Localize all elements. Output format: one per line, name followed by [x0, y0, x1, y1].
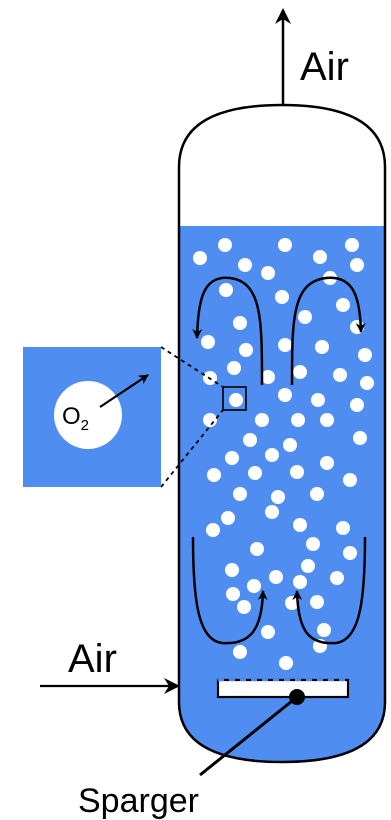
- air-bubble: [206, 523, 220, 537]
- oxygen-inset: O2: [23, 347, 161, 487]
- air-bubble: [350, 398, 364, 412]
- curved-arrow-icon: [192, 276, 264, 386]
- air-bubble: [233, 316, 247, 330]
- air-bubble: [358, 348, 372, 362]
- air-bubble: [311, 393, 325, 407]
- air-bubble: [238, 258, 252, 272]
- air-bubble: [315, 340, 329, 354]
- air-bubble: [313, 250, 327, 264]
- air-bubble: [203, 413, 217, 427]
- zoom-lines: [160, 346, 224, 488]
- air-bubble: [320, 413, 334, 427]
- air-bubble: [221, 511, 235, 525]
- air-bubble: [283, 438, 297, 452]
- air-bubble: [218, 238, 232, 252]
- air-bubble: [293, 575, 307, 589]
- air-bubble: [279, 656, 293, 670]
- air-bubble: [298, 310, 312, 324]
- air-bubble: [193, 251, 207, 265]
- oxygen-label: O: [62, 403, 81, 430]
- sparger: [199, 678, 350, 777]
- air-bubble: [336, 298, 350, 312]
- air-outlet-label: Air: [300, 45, 349, 89]
- zoom-region-marker: [222, 386, 247, 411]
- air-bubble: [275, 290, 289, 304]
- air-bubble: [317, 623, 331, 637]
- oxygen-subscript: 2: [81, 417, 89, 434]
- air-bubble: [248, 466, 262, 480]
- air-bubble: [320, 456, 334, 470]
- air-bubble: [227, 361, 241, 375]
- air-bubble: [269, 570, 283, 584]
- air-bubble: [225, 563, 239, 577]
- air-inlet-label: Air: [68, 637, 117, 681]
- air-bubble: [265, 448, 279, 462]
- air-bubble: [350, 258, 364, 272]
- curved-arrow-icon: [191, 536, 268, 645]
- inset-bubble: [54, 381, 122, 449]
- curved-arrow-icon: [290, 276, 366, 386]
- air-bubble: [353, 431, 367, 445]
- air-bubble: [255, 413, 269, 427]
- air-bubble: [261, 370, 275, 384]
- vessel-outline: [177, 103, 387, 764]
- air-bubble: [201, 335, 215, 349]
- air-bubble: [360, 376, 374, 390]
- air-bubble: [233, 487, 247, 501]
- arrow-up-right-icon: [99, 374, 149, 408]
- air-bubble: [345, 238, 359, 252]
- air-bubble: [219, 283, 233, 297]
- air-bubble: [229, 393, 243, 407]
- air-bubble: [310, 487, 324, 501]
- air-bubble: [310, 595, 324, 609]
- air-bubble: [247, 579, 261, 593]
- air-bubble: [278, 338, 292, 352]
- bubble-group: [193, 238, 374, 670]
- air-bubble: [293, 518, 307, 532]
- air-bubble: [225, 451, 239, 465]
- air-bubble: [278, 238, 292, 252]
- air-bubble: [291, 413, 305, 427]
- air-bubble: [237, 600, 251, 614]
- air-bubble: [343, 546, 357, 560]
- air-bubble: [306, 537, 320, 551]
- curved-arrow-icon: [292, 536, 367, 645]
- sparger-plate: [216, 678, 350, 699]
- air-bubble: [301, 559, 315, 573]
- air-bubble: [261, 625, 275, 639]
- air-bubble: [278, 388, 292, 402]
- air-bubble: [343, 473, 357, 487]
- air-bubble: [290, 465, 304, 479]
- air-bubble: [293, 365, 307, 379]
- svg-text:O2: O2: [62, 403, 89, 434]
- air-bubble: [239, 343, 253, 357]
- air-bubble: [250, 542, 264, 556]
- air-bubble: [243, 433, 257, 447]
- lower-circulation-arrows: [191, 536, 367, 645]
- sparger-label: Sparger: [78, 782, 199, 820]
- air-bubble: [333, 368, 347, 382]
- air-bubble: [336, 521, 350, 535]
- air-bubble: [330, 571, 344, 585]
- air-bubble: [261, 266, 275, 280]
- sparger-leader-line: [199, 695, 298, 777]
- air-bubble: [265, 505, 279, 519]
- air-bubble: [226, 587, 240, 601]
- air-bubble: [207, 468, 221, 482]
- air-bubble: [271, 490, 285, 504]
- air-bubble: [233, 645, 247, 659]
- upper-circulation-arrows: [192, 276, 366, 386]
